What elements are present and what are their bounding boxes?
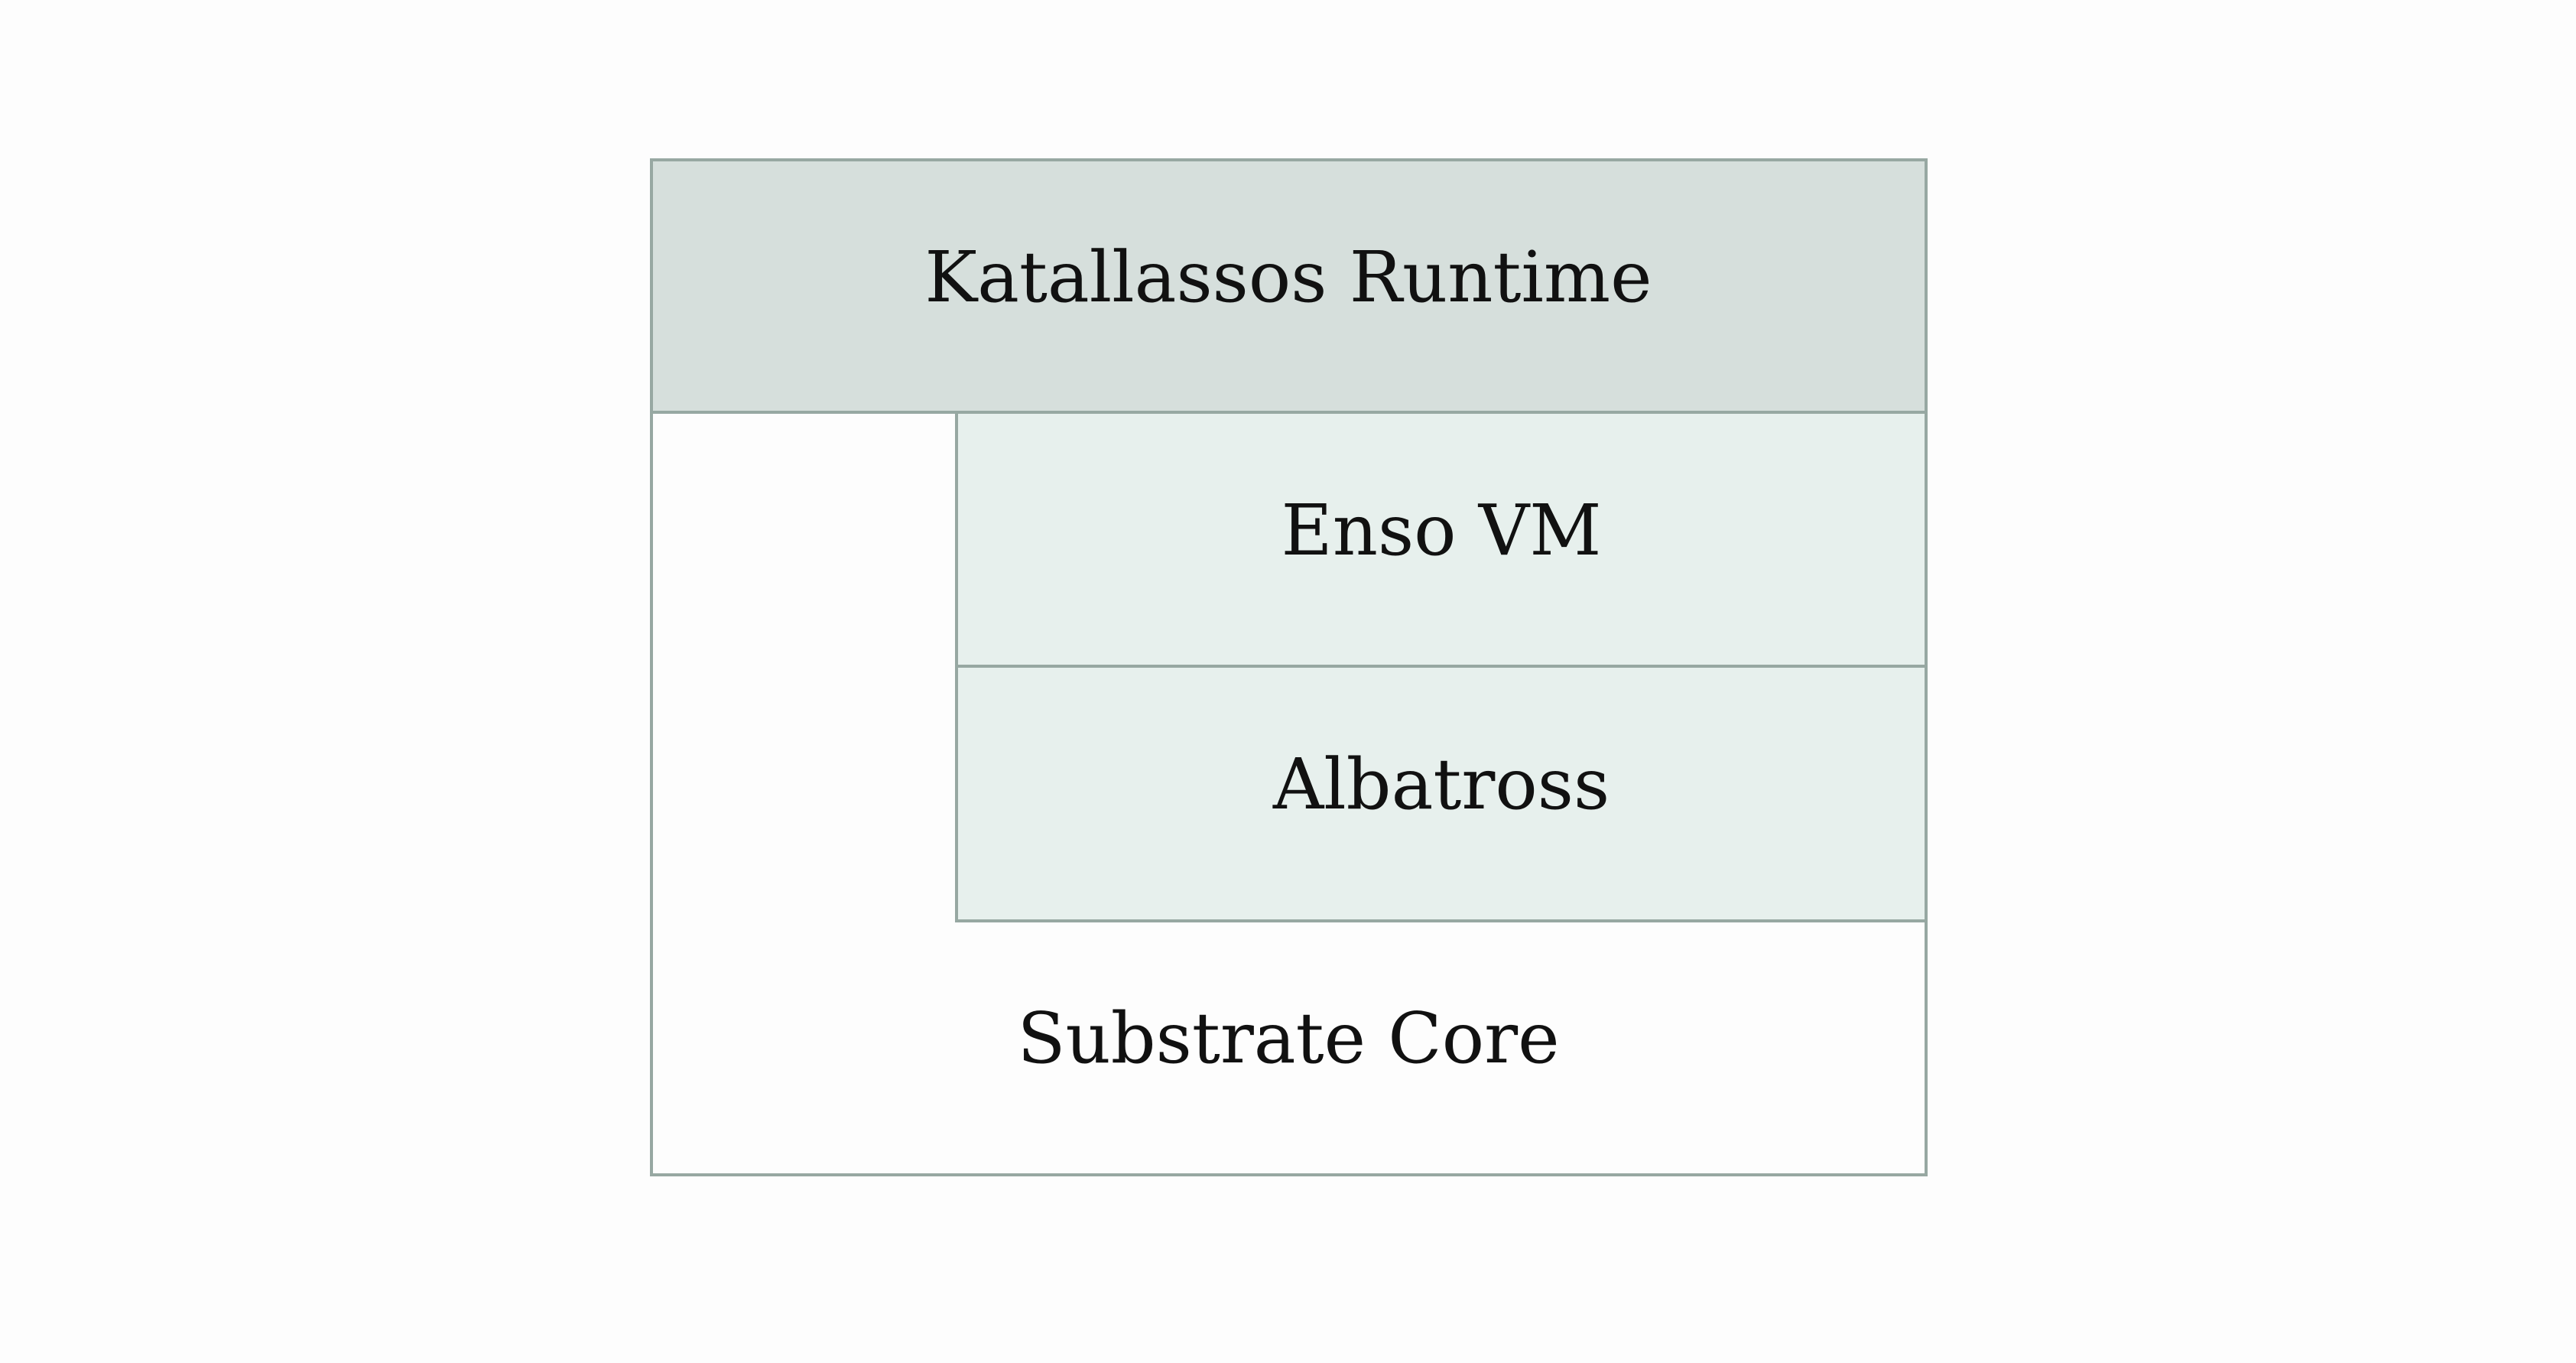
enso-vm-box xyxy=(955,411,1928,668)
enso-vm-label: Enso VM xyxy=(1282,490,1602,571)
substrate-core-label: Substrate Core xyxy=(1017,997,1559,1079)
albatross-box xyxy=(955,665,1928,922)
albatross-label: Albatross xyxy=(1272,743,1610,825)
katallassos-runtime-box xyxy=(650,158,1928,414)
katallassos-runtime-label: Katallassos Runtime xyxy=(924,236,1652,318)
